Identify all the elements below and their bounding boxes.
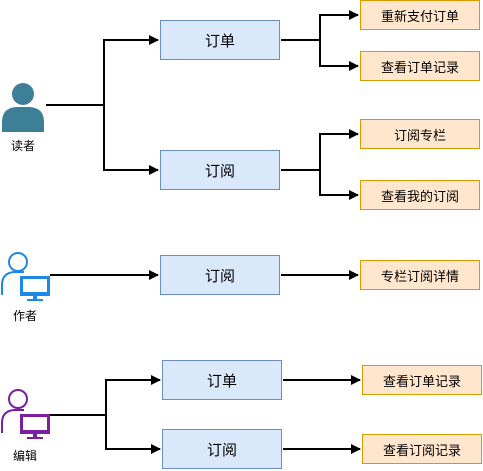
editor-label: 编辑 bbox=[12, 449, 37, 463]
editor-order-node[interactable]: 订单 bbox=[162, 360, 282, 400]
editor-user-icon bbox=[1, 389, 50, 439]
edge-reader-subscribe bbox=[103, 105, 159, 175]
editor-subscribe-records-node[interactable]: 查看订阅记录 bbox=[362, 434, 482, 464]
editor-subscribe-node[interactable]: 订阅 bbox=[162, 429, 282, 469]
edge-reader-order bbox=[46, 35, 159, 106]
column-subscription-detail-node[interactable]: 专栏订阅详情 bbox=[360, 260, 480, 290]
edge-editor-order bbox=[50, 375, 161, 416]
edge-subscribe-column bbox=[281, 129, 359, 171]
edge-order-repay bbox=[281, 10, 359, 41]
reader-order-records-node[interactable]: 查看订单记录 bbox=[360, 51, 480, 81]
author-label: 作者 bbox=[12, 309, 37, 323]
reader-subscribe-node[interactable]: 订阅 bbox=[160, 150, 280, 190]
connectors bbox=[46, 10, 361, 454]
my-subscriptions-node[interactable]: 查看我的订阅 bbox=[360, 180, 480, 210]
repay-order-node[interactable]: 重新支付订单 bbox=[360, 0, 480, 30]
reader-user-icon bbox=[2, 83, 44, 132]
edge-subscribe-mine bbox=[319, 170, 359, 200]
edge-editor-subscribe bbox=[105, 415, 161, 454]
subscribe-column-node[interactable]: 订阅专栏 bbox=[360, 119, 480, 149]
author-user-icon bbox=[1, 252, 50, 301]
editor-order-records-node[interactable]: 查看订单记录 bbox=[362, 365, 482, 395]
author-subscribe-node[interactable]: 订阅 bbox=[160, 255, 280, 295]
reader-label: 读者 bbox=[10, 139, 35, 153]
edge-order-records bbox=[319, 40, 359, 71]
reader-order-node[interactable]: 订单 bbox=[160, 20, 280, 60]
